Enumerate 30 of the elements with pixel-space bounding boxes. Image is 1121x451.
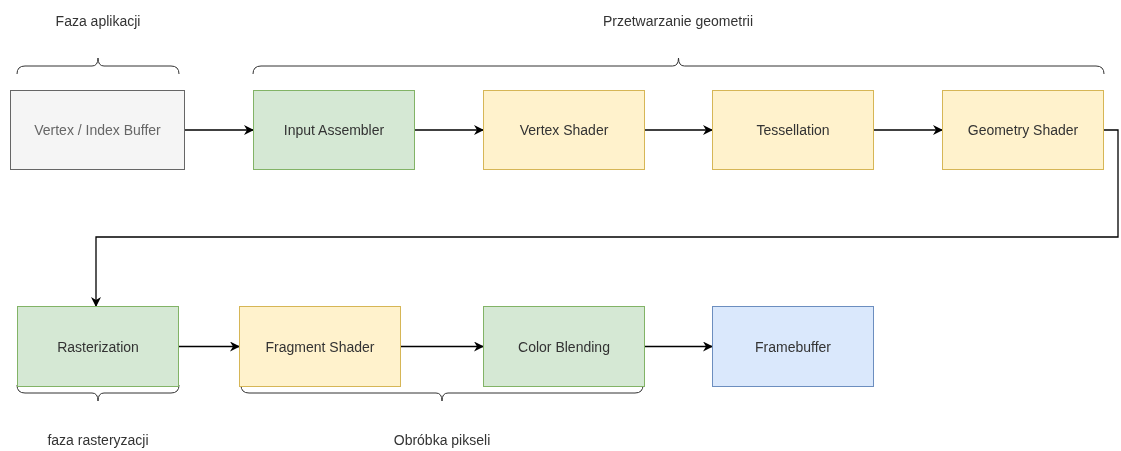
process-box [17,306,179,387]
group-label: Obróbka pikseli [393,432,491,448]
process-box [712,306,874,387]
box-label: Fragment Shader [265,338,375,355]
process-box [10,90,185,170]
process-box [239,306,401,387]
arrow [91,129,1119,307]
box-label: Input Assembler [283,122,385,138]
process-box [942,90,1104,170]
box-label: Vertex / Index Buffer [34,122,161,138]
process-box [483,90,645,170]
arrow [178,341,240,352]
process-box [253,90,415,170]
group-label: faza rasteryzacji [47,432,149,448]
arrow [644,125,713,135]
box-label: Vertex Shader [519,122,609,138]
process-box [712,90,874,170]
arrow [184,125,254,135]
process-box [483,306,645,387]
box-label: Framebuffer [755,338,831,355]
box-label: Tessellation [756,122,830,138]
group-label: Przetwarzanie geometrii [602,13,754,29]
group-label: Faza aplikacji [55,13,141,29]
arrow [400,341,484,352]
arrow [873,125,943,135]
box-label: Color Blending [518,338,610,355]
arrow [644,341,713,352]
arrow [414,125,484,135]
box-label: Rasterization [57,338,139,355]
box-label: Geometry Shader [967,122,1079,138]
